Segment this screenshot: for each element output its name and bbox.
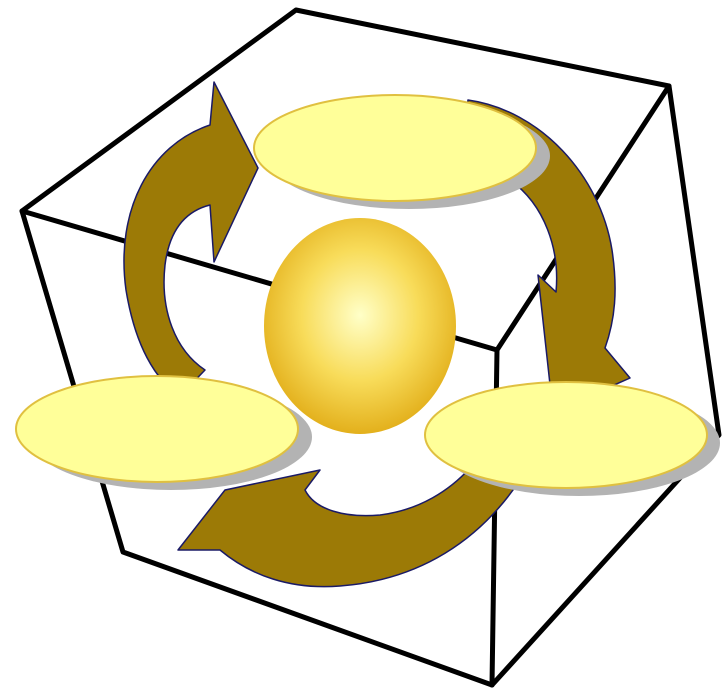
arrow-left-to-top — [124, 82, 258, 396]
arrow-right-to-left — [178, 468, 520, 587]
left-node — [16, 376, 298, 482]
right-node — [425, 382, 707, 488]
center-sphere — [264, 218, 456, 434]
top-node — [254, 95, 536, 201]
